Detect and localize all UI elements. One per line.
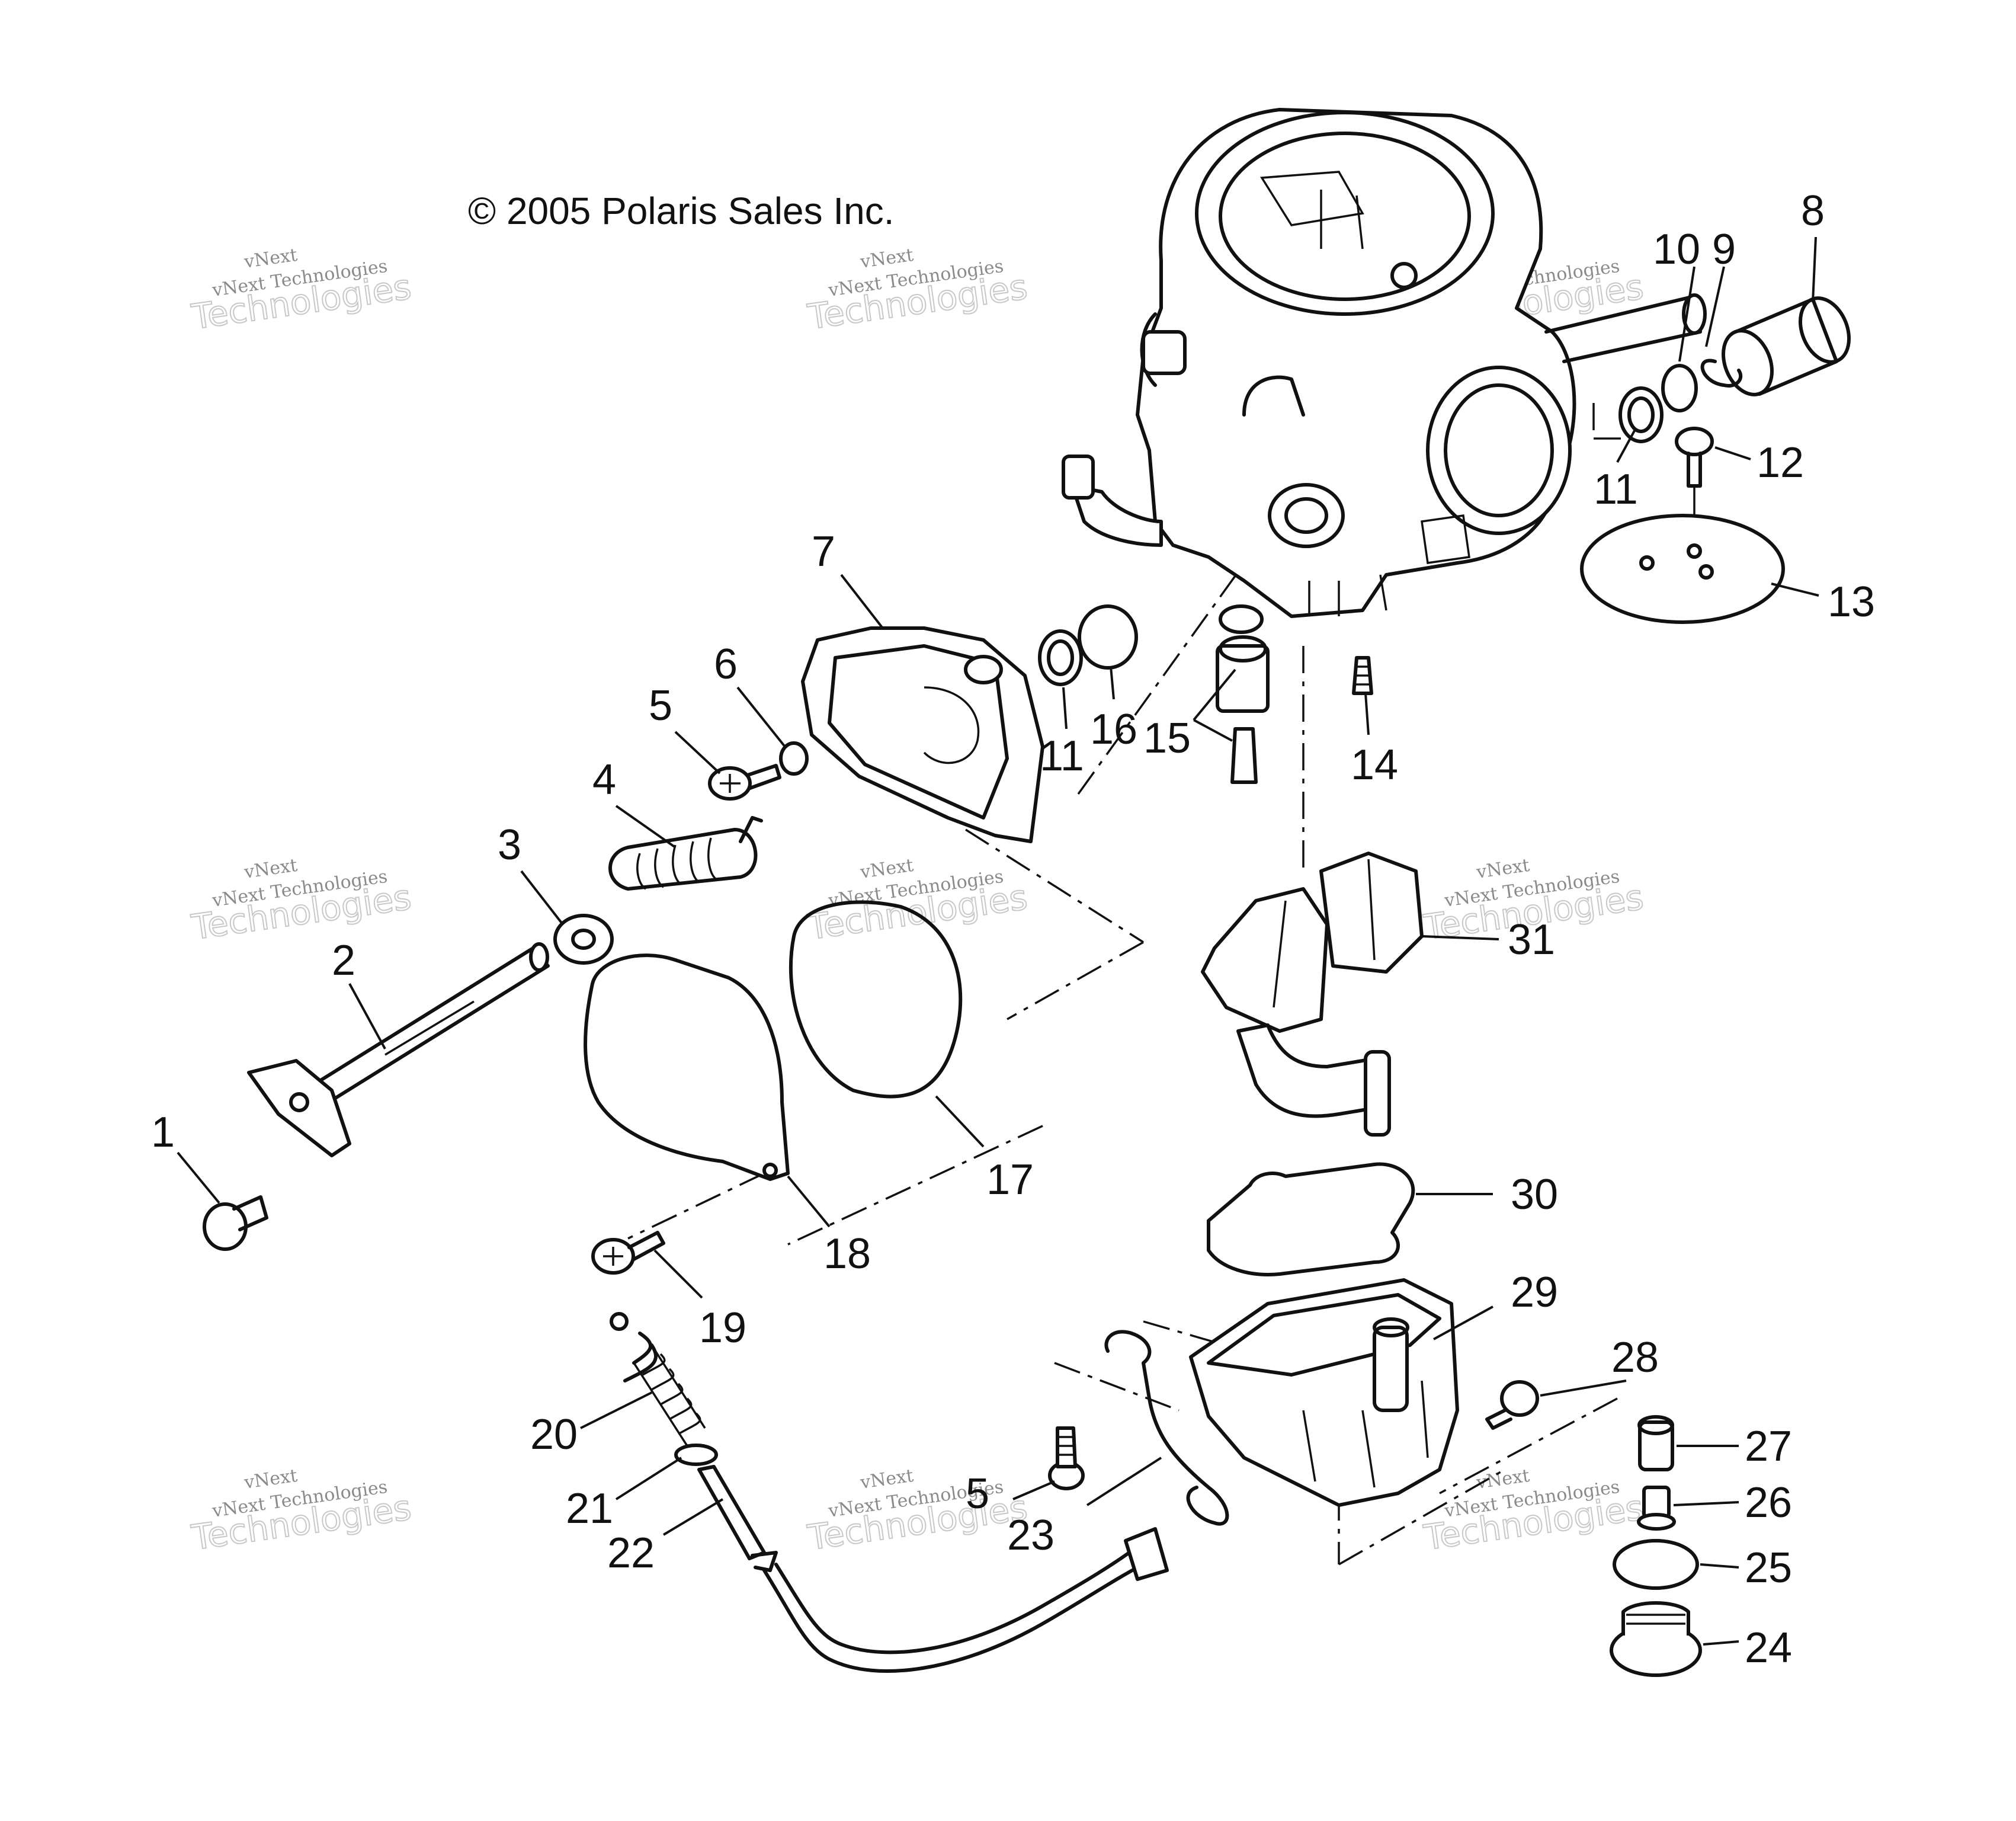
part-20-spring: [610, 1312, 706, 1446]
part-1-cap: [203, 1195, 268, 1251]
watermark-middle-left: vNext vNext Technologies Technologies: [188, 855, 414, 948]
svg-text:vNext: vNext: [242, 245, 299, 273]
part-29-float-bowl: [1189, 1278, 1459, 1507]
part-27-sleeve: [1637, 1415, 1674, 1471]
callout-11-upper: 11: [1594, 466, 1638, 513]
svg-text:vNext: vNext: [858, 1465, 915, 1493]
part-16-o-ring: [1078, 604, 1138, 670]
callout-23: 23: [1007, 1512, 1055, 1559]
part-26-main-jet: [1637, 1486, 1676, 1531]
watermark-bottom-left: vNext vNext Technologies Technologies: [188, 1465, 414, 1558]
part-15-needle-valve: [1216, 604, 1270, 784]
callout-5-lower: 5: [966, 1470, 989, 1518]
callout-17: 17: [986, 1156, 1034, 1204]
part-6-washer: [779, 741, 809, 776]
watermark-bottom-right: vNext vNext Technologies Technologies: [1421, 1465, 1646, 1558]
callout-25: 25: [1745, 1544, 1792, 1592]
alignment-lines: [627, 403, 1635, 1566]
svg-text:vNext: vNext: [858, 245, 915, 273]
callout-8: 8: [1801, 187, 1825, 235]
callout-30: 30: [1511, 1171, 1558, 1218]
callout-10: 10: [1653, 226, 1700, 273]
callout-20: 20: [530, 1411, 578, 1458]
part-24-drain-plug: [1610, 1601, 1702, 1677]
callout-19: 19: [699, 1304, 746, 1352]
part-11-seal-lower: [1038, 629, 1083, 686]
part-13-throttle-disc: [1580, 514, 1785, 624]
callout-12: 12: [1757, 439, 1804, 487]
part-2-shaft: [247, 942, 550, 1157]
callout-4: 4: [592, 756, 616, 804]
part-25-o-ring: [1613, 1539, 1699, 1590]
part-5-screw-lower: [1048, 1426, 1085, 1490]
part-10-washer: [1661, 364, 1698, 412]
callout-27: 27: [1745, 1423, 1792, 1470]
callout-11-lower: 11: [1040, 732, 1084, 780]
svg-text:vNext: vNext: [242, 1465, 299, 1493]
callout-22: 22: [607, 1529, 655, 1577]
callout-13: 13: [1828, 578, 1875, 626]
callout-28: 28: [1611, 1334, 1659, 1381]
part-4-spring: [608, 816, 763, 891]
watermark-bottom-center: vNext vNext Technologies Technologies: [805, 1465, 1030, 1558]
callout-5-upper: 5: [649, 682, 672, 729]
callout-6: 6: [714, 641, 738, 688]
part-11-seal-upper: [1618, 386, 1664, 443]
leader-lines: [177, 236, 1819, 1646]
part-14-jet: [1352, 656, 1373, 695]
callout-15: 15: [1143, 715, 1191, 762]
callout-18: 18: [823, 1230, 871, 1278]
part-9-clip: [1700, 359, 1743, 388]
part-18-cover-plate: [584, 953, 790, 1181]
svg-text:vNext: vNext: [242, 855, 299, 883]
callout-29: 29: [1511, 1269, 1558, 1316]
part-5-screw-upper: [708, 764, 781, 801]
callout-2: 2: [332, 937, 355, 984]
callout-26: 26: [1745, 1479, 1792, 1526]
part-21-washer: [674, 1444, 718, 1466]
callout-16: 16: [1090, 706, 1137, 753]
callout-7: 7: [812, 528, 835, 575]
part-22-adjuster-cable: [697, 1465, 1169, 1673]
part-30-gasket: [1207, 1162, 1415, 1276]
carburetor-body: [1062, 108, 1707, 618]
callout-9: 9: [1712, 226, 1736, 273]
svg-text:vNext: vNext: [1475, 855, 1531, 883]
part-23-wire-bracket: [1104, 1330, 1229, 1526]
watermark-middle-center: vNext vNext Technologies Technologies: [805, 855, 1030, 948]
callout-1: 1: [151, 1109, 175, 1156]
callout-labels: 1 2 3 4 5 6 7 8 9 10 11 12 13 14 15 16 1…: [151, 187, 1875, 1672]
part-3-washer: [553, 914, 614, 965]
part-8-cap: [1721, 296, 1851, 396]
callout-24: 24: [1745, 1624, 1792, 1672]
callout-31: 31: [1508, 916, 1555, 964]
copyright-text: © 2005 Polaris Sales Inc.: [468, 190, 895, 232]
part-19-screw: [591, 1231, 665, 1275]
callout-3: 3: [498, 821, 521, 869]
watermark-top-left: vNext vNext Technologies Technologies: [188, 245, 414, 338]
callout-21: 21: [566, 1485, 613, 1532]
part-28-plug: [1485, 1380, 1539, 1430]
part-7-cover-housing: [801, 626, 1044, 843]
part-31-float-assembly: [1201, 852, 1424, 1137]
callout-14: 14: [1351, 741, 1398, 789]
svg-text:vNext: vNext: [858, 855, 915, 883]
watermark-top-center: vNext vNext Technologies Technologies: [805, 245, 1030, 338]
part-17-gasket: [789, 900, 963, 1099]
